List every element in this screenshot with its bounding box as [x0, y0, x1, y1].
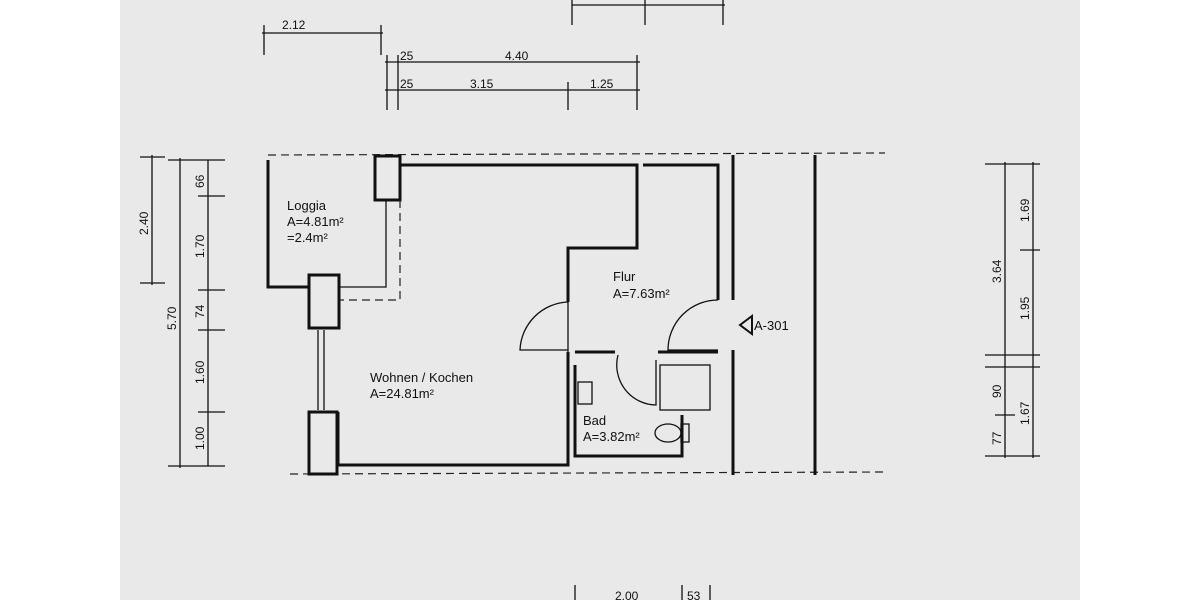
dim-label: 1.60 — [193, 360, 207, 384]
dim-label: 74 — [193, 304, 207, 318]
shower-icon — [659, 364, 711, 411]
dim-label: 1.69 — [1018, 198, 1032, 222]
doors — [519, 299, 719, 406]
room-flur-name: Flur — [613, 269, 636, 284]
room-labels: Loggia A=4.81m² =2.4m² Wohnen / Kochen A… — [287, 198, 670, 444]
dim-label: 25 — [400, 77, 414, 91]
dim-label: 3.64 — [990, 259, 1004, 283]
walls — [266, 154, 817, 476]
bottom-dimensions: 2.00 53 — [574, 585, 711, 600]
room-flur-area: A=7.63m² — [613, 286, 670, 301]
top-dimensions: 2.12 25 4.40 25 3.15 1.25 — [262, 0, 725, 110]
dim-label: 1.70 — [193, 234, 207, 258]
grid-axes — [267, 152, 886, 475]
fixtures — [577, 364, 711, 443]
sink-icon — [577, 381, 593, 405]
dim-label: 53 — [687, 589, 701, 600]
left-dimensions: 2.40 5.70 66 1.70 74 1.60 1.00 — [137, 155, 225, 468]
dim-label: 2.12 — [282, 18, 306, 32]
room-wohnen-area: A=24.81m² — [370, 386, 435, 401]
dim-label: 25 — [400, 49, 414, 63]
right-dimensions: 3.64 1.69 1.95 90 77 1.67 — [985, 162, 1040, 458]
section-marker: A-301 — [738, 314, 789, 336]
drawing-sheet — [120, 0, 1080, 600]
dim-label: 66 — [193, 174, 207, 188]
dim-label: 5.70 — [165, 306, 179, 330]
dim-label: 1.25 — [590, 77, 614, 91]
dim-label: 1.95 — [1018, 296, 1032, 320]
dim-label: 77 — [990, 431, 1004, 445]
room-loggia-area2: =2.4m² — [287, 230, 328, 245]
dim-label: 2.40 — [137, 211, 151, 235]
dim-label: 3.15 — [470, 77, 494, 91]
dim-label: 1.00 — [193, 426, 207, 450]
room-loggia-area: A=4.81m² — [287, 214, 344, 229]
dim-label: 4.40 — [505, 49, 529, 63]
room-bad-name: Bad — [583, 413, 606, 428]
dim-label: 90 — [990, 384, 1004, 398]
svg-text:A-301: A-301 — [754, 318, 789, 333]
room-loggia-name: Loggia — [287, 198, 327, 213]
room-wohnen-name: Wohnen / Kochen — [370, 370, 473, 385]
section-arrow-icon — [738, 314, 753, 336]
dim-label: 2.00 — [615, 589, 639, 600]
toilet-icon — [654, 423, 682, 443]
room-bad-area: A=3.82m² — [583, 429, 640, 444]
dim-label: 1.67 — [1018, 401, 1032, 425]
